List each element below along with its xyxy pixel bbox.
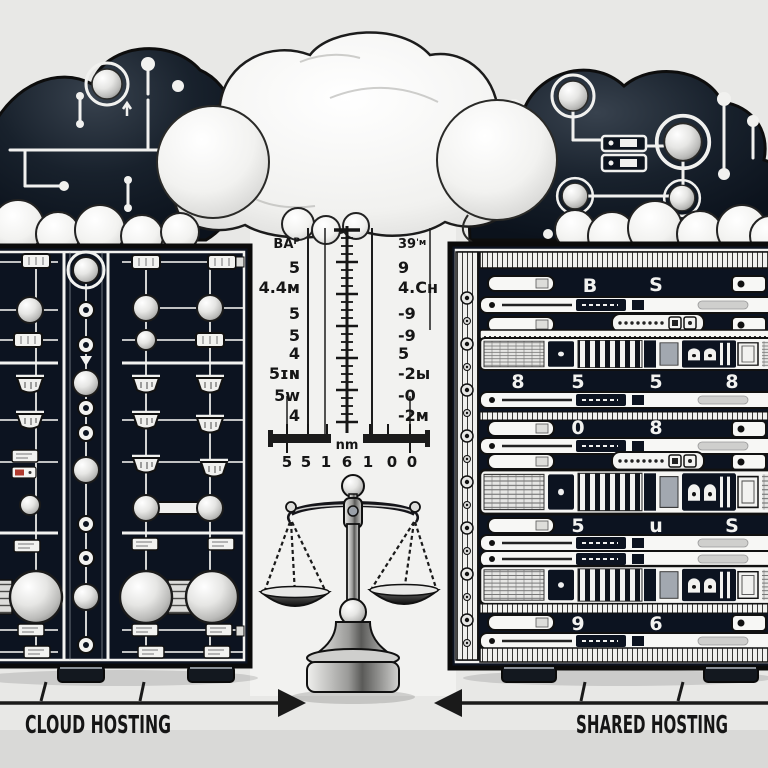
rack-glyph: 0 <box>571 417 584 439</box>
gauge-value: 5 <box>289 304 300 323</box>
gauge-value: 5 <box>398 344 409 363</box>
rack-glyph: u <box>649 515 663 537</box>
gauge-value: 4 <box>289 406 300 425</box>
rack-dividers <box>62 252 110 660</box>
rack-glyph: 8 <box>649 417 662 439</box>
gauge-bottom-value: 5 <box>282 453 292 471</box>
cloud-curl <box>461 214 473 243</box>
gauge-header-right: 39'м <box>398 237 426 252</box>
rack-glyph: 9 <box>571 613 584 635</box>
rack-glyph: S <box>649 274 663 296</box>
shared-hosting-rack: B S 8 5 5 8 0 8 5 u S 9 6 <box>447 241 768 683</box>
cloud-puff-sphere <box>156 105 270 219</box>
balance-scale-icon <box>258 474 441 704</box>
rack-glyph: 5 <box>571 515 584 537</box>
circuit-traces-left <box>8 62 162 210</box>
gauge-value: -0 <box>398 386 416 405</box>
rack-glyph: 8 <box>511 371 524 393</box>
shared-hosting-label: SHARED HOSTING <box>576 710 728 739</box>
rack-section-dividers <box>0 361 244 535</box>
cloud-puff-sphere <box>436 99 558 221</box>
white-cloud-icon <box>156 31 558 243</box>
rack-glyph: 6 <box>649 613 662 635</box>
gauge-unit-label: nm <box>336 438 359 453</box>
shared-hosting-axis <box>434 681 768 717</box>
balance-pan-left <box>258 585 332 607</box>
rack-foot <box>501 665 557 683</box>
circuit-sphere <box>550 73 596 119</box>
cloud-hosting-axis <box>0 681 306 717</box>
gauge-value: 4 <box>289 344 300 363</box>
rack-glyph: B <box>583 275 597 297</box>
rack-foot <box>703 665 759 683</box>
gauge-bottom-value: 0 <box>387 453 397 471</box>
gauge-bottom-value: 5 <box>301 453 311 471</box>
gauge-header-left: BAP <box>273 237 300 252</box>
cloud-hosting-rack <box>0 243 253 683</box>
rack-glyph: 8 <box>725 371 738 393</box>
measurement-gauge: BAP 5 4.4м 5 5 4 5ɪɴ 5w 4 39'м 9 4.Cн -9… <box>259 226 438 471</box>
rack-glyph: 5 <box>649 371 662 393</box>
rack-glyph: 5 <box>571 371 584 393</box>
gauge-value: 4.Cн <box>398 278 438 297</box>
gauge-value: 9 <box>398 258 409 277</box>
mini-server-icon <box>600 134 648 173</box>
arrow-right-icon <box>278 689 306 717</box>
vertical-ruler <box>334 226 360 434</box>
rack-foot <box>57 665 105 683</box>
gauge-value: 5 <box>289 258 300 277</box>
balance-shadow <box>291 690 415 704</box>
gauge-value: 5 <box>289 326 300 345</box>
gauge-value: 5ɪɴ <box>269 364 300 383</box>
arrow-left-icon <box>434 689 462 717</box>
horizontal-scale-bar: nm 5 5 1 6 1 0 0 <box>268 424 430 471</box>
red-label-chip <box>11 466 37 479</box>
gauge-value: -9 <box>398 326 416 345</box>
circuit-sphere <box>654 113 712 171</box>
circuit-sphere <box>84 61 130 107</box>
gauge-value: -2м <box>398 406 429 425</box>
rack-glyph: S <box>725 515 739 537</box>
background-bottom-strip <box>0 730 768 768</box>
circuit-sphere <box>555 176 595 216</box>
gauge-value: 5w <box>274 386 300 405</box>
gauge-value: -2ы <box>398 364 430 383</box>
rack-foot <box>187 665 235 683</box>
arrow-up-icon <box>121 100 133 116</box>
gauge-bottom-value: 1 <box>321 453 331 471</box>
gauge-bottom-value: 1 <box>363 453 373 471</box>
gauge-value: -9 <box>398 304 416 323</box>
gauge-bottom-value: 0 <box>407 453 417 471</box>
gauge-value: 4.4м <box>259 278 300 297</box>
balance-chains <box>263 521 438 595</box>
cloud-hosting-label: CLOUD HOSTING <box>25 710 171 739</box>
gauge-bottom-value: 6 <box>342 453 352 471</box>
balance-pan-right <box>367 583 441 605</box>
